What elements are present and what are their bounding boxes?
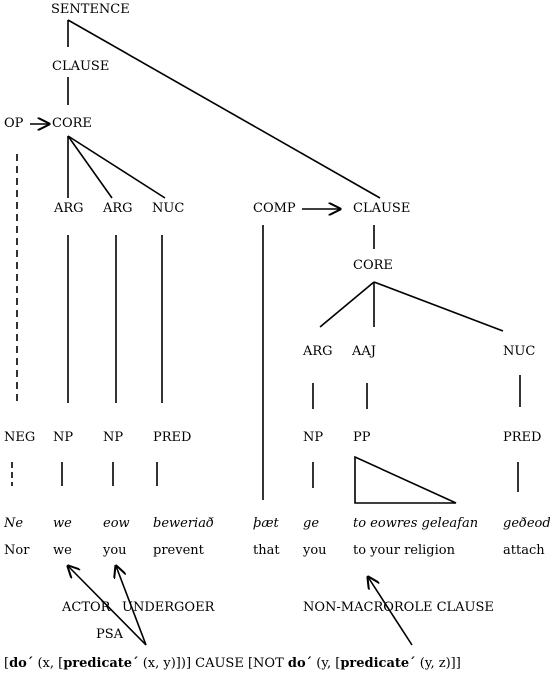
cat-pred-2: PRED xyxy=(503,430,542,445)
cat-pp: PP xyxy=(353,430,371,445)
node-op: OP xyxy=(4,116,24,131)
formula-do-1: do´ xyxy=(9,656,34,671)
trans-that: that xyxy=(253,543,280,558)
word-gedeode: geðeode xyxy=(503,516,550,531)
formula-do-2: do´ xyxy=(287,656,313,671)
trans-nor: Nor xyxy=(4,543,30,558)
edge-core2-nuc xyxy=(373,281,504,332)
node-core-2: CORE xyxy=(353,258,393,273)
node-comp: COMP xyxy=(253,201,296,216)
node-nuc: NUC xyxy=(152,201,185,216)
formula-part: [ xyxy=(4,656,10,671)
arrow-actor xyxy=(68,566,147,646)
word-ge: ge xyxy=(303,516,320,531)
cat-pred-1: PRED xyxy=(153,430,192,445)
arrow-undergoer xyxy=(116,566,147,646)
cat-np-3: NP xyxy=(303,430,324,445)
formula-part: (x, y)])] CAUSE [NOT xyxy=(138,656,288,671)
word-thaet: þæt xyxy=(253,516,279,531)
word-ne: Ne xyxy=(4,516,24,531)
role-non-macrorole-clause: NON-MACROROLE CLAUSE xyxy=(303,600,494,615)
node-aaj: AAJ xyxy=(352,344,376,359)
node-clause: CLAUSE xyxy=(52,59,110,74)
formula-part: (x, [ xyxy=(33,656,64,671)
node-arg-3: ARG xyxy=(303,344,333,359)
word-eow: eow xyxy=(103,516,130,531)
cat-np-1: NP xyxy=(53,430,74,445)
formula-part: (y, z)]] xyxy=(415,656,461,671)
node-arg-2: ARG xyxy=(103,201,133,216)
logical-structure-formula: [do´ (x, [predicate´ (x, y)])] CAUSE [NO… xyxy=(4,656,461,672)
arrow-nonmacrorole xyxy=(368,577,413,646)
formula-predicate-1: predicate´ xyxy=(63,656,139,671)
trans-prevent: prevent xyxy=(153,543,204,558)
trans-attach: attach xyxy=(503,543,545,558)
word-we: we xyxy=(53,516,72,531)
role-psa: PSA xyxy=(96,627,124,642)
trans-to-your-religion: to your religion xyxy=(353,543,455,558)
trans-we: we xyxy=(53,543,72,558)
role-actor: ACTOR xyxy=(62,600,111,615)
edge-core-nuc xyxy=(67,135,166,199)
edge-sentence-clause2 xyxy=(67,19,381,199)
node-sentence: SENTENCE xyxy=(51,2,130,17)
trans-you: you xyxy=(103,543,127,558)
node-nuc-2: NUC xyxy=(503,344,536,359)
trans-you-2: you xyxy=(303,543,327,558)
formula-predicate-2: predicate´ xyxy=(340,656,416,671)
pp-triangle xyxy=(354,455,457,504)
formula-part: (y, [ xyxy=(312,656,341,671)
edge-core2-arg xyxy=(319,281,375,328)
node-clause-2: CLAUSE xyxy=(353,201,411,216)
node-core: CORE xyxy=(52,116,92,131)
role-undergoer: UNDERGOER xyxy=(122,600,215,615)
word-to-eowres-geleafan: to eowres geleafan xyxy=(353,516,479,531)
edge-core-arg2 xyxy=(67,135,113,199)
cat-neg: NEG xyxy=(4,430,36,445)
word-beweriad: beweriað xyxy=(153,516,214,531)
cat-np-2: NP xyxy=(103,430,124,445)
node-arg-1: ARG xyxy=(54,201,84,216)
